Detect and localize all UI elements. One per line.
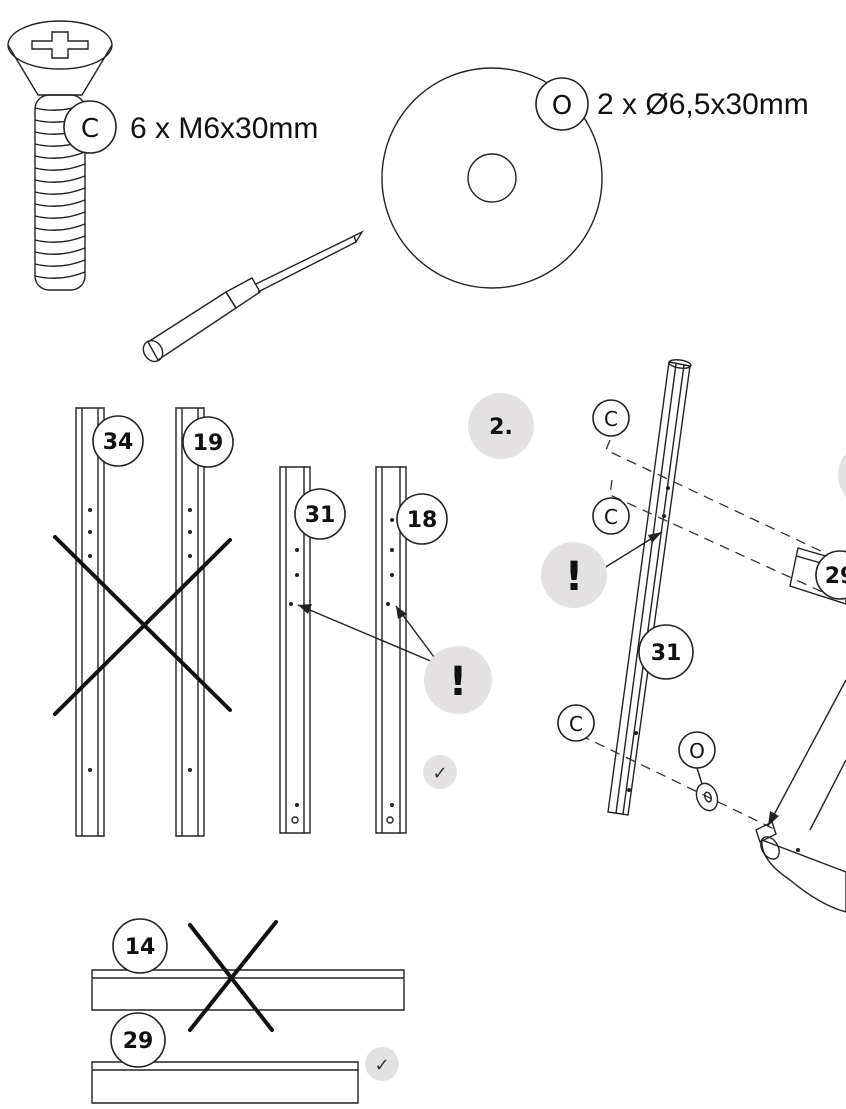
- partial-callout-right-edge: [838, 453, 846, 497]
- step-2-attention-callout: !: [541, 531, 663, 608]
- rail-14-label: 14: [125, 935, 156, 960]
- leg-18: [375, 466, 407, 834]
- step-2-leg-31-callout: 31: [638, 624, 694, 680]
- rail-14-callout: 14: [112, 918, 168, 974]
- screw-letter-callout: C: [63, 100, 117, 154]
- leg-19-callout: 19: [182, 416, 234, 468]
- screw-spec: 6 x M6x30mm: [130, 112, 318, 145]
- screw-icon: [7, 20, 113, 291]
- legs-check-badge: ✓: [423, 755, 457, 789]
- step-2-screw-letter-middle: C: [604, 505, 618, 529]
- step-2-screw-callout-middle: C: [592, 497, 630, 535]
- leg-34: [75, 407, 105, 837]
- washer-spec: 2 x Ø6,5x30mm: [597, 88, 809, 121]
- leg-19-label: 19: [193, 431, 224, 456]
- wrong-rail-cross-mark: [188, 920, 278, 1032]
- leg-19: [175, 407, 205, 837]
- step-2-washer-letter: O: [689, 739, 705, 763]
- step-2-screw-callout-top: C: [592, 399, 630, 437]
- leg-34-callout: 34: [92, 415, 144, 467]
- step-2-insert-arrows: [767, 679, 846, 831]
- rail-29: [91, 1061, 359, 1104]
- step-2-leg-31-label: 31: [651, 641, 682, 666]
- step-2-base-tube: [755, 821, 846, 913]
- hole-pointer-arrows: [297, 604, 441, 666]
- step-2-screw-letter-top: C: [604, 407, 618, 431]
- step-2-rail-29-callout: 29: [815, 550, 846, 600]
- step-2-attention-mark: !: [565, 554, 583, 600]
- step-2-screw-callout-bottom: C: [557, 704, 595, 742]
- step-2-badge: 2.: [468, 393, 534, 459]
- screw-letter: C: [81, 114, 99, 144]
- step-2-leg-31: [607, 359, 692, 816]
- rail-check-badge: ✓: [365, 1047, 399, 1081]
- wrong-legs-cross-mark: [53, 535, 232, 716]
- leg-31-label: 31: [305, 503, 336, 528]
- washer-letter: O: [552, 91, 572, 121]
- step-2-washer-icon: [695, 782, 719, 812]
- legs-check-icon: ✓: [432, 763, 447, 784]
- attention-mark: !: [449, 659, 467, 705]
- screw-guide-lines: [579, 439, 841, 831]
- leg-18-callout: 18: [396, 493, 448, 545]
- rail-29-label: 29: [123, 1029, 154, 1054]
- washer-letter-callout: O: [535, 77, 589, 131]
- step-2-washer-callout: O: [678, 731, 716, 785]
- leg-31-callout: 31: [294, 488, 346, 540]
- screwdriver-icon: [142, 230, 364, 363]
- rail-14: [91, 969, 405, 1011]
- step-2-label: 2.: [489, 415, 513, 440]
- leg-34-label: 34: [103, 430, 134, 455]
- rail-29-callout: 29: [110, 1012, 166, 1068]
- rail-check-icon: ✓: [374, 1055, 389, 1076]
- washer-icon: [381, 67, 603, 289]
- step-2-rail-29-label: 29: [825, 564, 846, 589]
- leg-18-label: 18: [407, 508, 438, 533]
- attention-callout: !: [424, 646, 492, 714]
- step-2-screw-letter-bottom: C: [569, 712, 583, 736]
